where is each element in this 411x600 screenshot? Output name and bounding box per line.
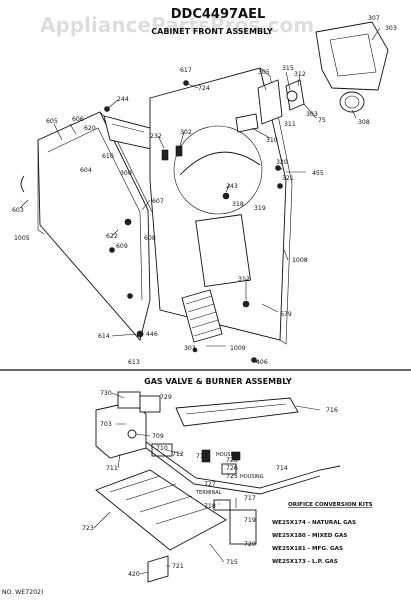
- burner-bracket: [95, 469, 227, 551]
- label-713: 713: [196, 453, 208, 460]
- label-728: 728: [226, 457, 238, 464]
- label-308: 308: [358, 119, 370, 126]
- label-303-c: 303: [184, 345, 196, 352]
- label-446: 446: [146, 331, 158, 338]
- orifice-kit-row: WE25X180 - MIXED GAS: [272, 533, 347, 539]
- label-75: 75: [318, 117, 326, 124]
- label-232: 232: [150, 133, 162, 140]
- label-606: 606: [72, 116, 84, 123]
- label-711: 711: [106, 465, 118, 472]
- orifice-kit-row: WE25X173 - L.P. GAS: [272, 559, 338, 565]
- label-406: 406: [256, 359, 268, 366]
- label-607: 607: [152, 198, 164, 205]
- watermark: AppliancePartsPros.com: [40, 13, 314, 37]
- label-305: 305: [258, 69, 270, 76]
- label-710: 710: [156, 445, 168, 452]
- label-717: 717: [244, 495, 256, 502]
- doc-number: NO. WE7202): [2, 589, 43, 596]
- cabinet-front-center: [149, 67, 293, 345]
- label-312-b: 312: [238, 276, 250, 283]
- label-303: 303: [385, 25, 397, 32]
- label-723: 723: [82, 525, 94, 532]
- label-310: 310: [266, 137, 278, 144]
- label-303-b: 303: [306, 111, 318, 118]
- label-724: 724: [198, 85, 210, 92]
- label-730: 730: [100, 390, 112, 397]
- leader-lines-cabinet: [19, 27, 381, 363]
- igniter-parts: [147, 449, 257, 583]
- label-715: 715: [226, 559, 238, 566]
- label-620: 620: [84, 125, 96, 132]
- label-609: 609: [116, 243, 128, 250]
- leader-lines-gas: [93, 392, 321, 575]
- section-title-cabinet: CABINET FRONT ASSEMBLY: [151, 27, 273, 36]
- orifice-kits-title: ORIFICE CONVERSION KITS: [288, 502, 373, 508]
- label-727: 727: [204, 481, 216, 488]
- label-703: 703: [100, 421, 112, 428]
- label-726: 726: [226, 465, 238, 472]
- orifice-kit-row: WE25X181 - MFG. GAS: [272, 546, 343, 552]
- label-679: 679: [280, 311, 292, 318]
- label-307: 307: [368, 15, 380, 22]
- label-321: 321: [282, 175, 294, 182]
- label-617: 617: [180, 67, 192, 74]
- manifold-pipe: [145, 441, 341, 495]
- label-terminal: TERMINAL: [195, 490, 222, 496]
- burner-tube: [175, 397, 299, 427]
- label-720: 720: [244, 541, 256, 548]
- label-603: 603: [12, 207, 24, 214]
- label-300: 300: [120, 170, 132, 177]
- model-number: DDC4497AEL: [171, 7, 266, 22]
- label-613: 613: [128, 359, 140, 366]
- label-244: 244: [117, 96, 129, 103]
- label-housing-b: HOUSING: [240, 474, 264, 480]
- label-721: 721: [172, 563, 184, 570]
- label-1008: 1008: [292, 257, 308, 264]
- label-318: 318: [232, 201, 244, 208]
- label-604: 604: [80, 167, 92, 174]
- control-bracket: [235, 79, 305, 133]
- label-718: 718: [204, 503, 216, 510]
- filter-housing: [315, 21, 389, 91]
- label-housing-a: HOUSING: [216, 452, 240, 458]
- label-608: 608: [144, 235, 156, 242]
- orifice-kits-table: ORIFICE CONVERSION KITS WE25X174 - NATUR…: [272, 502, 373, 565]
- label-1005: 1005: [14, 235, 30, 242]
- section-title-gas: GAS VALVE & BURNER ASSEMBLY: [144, 377, 292, 386]
- label-320: 320: [276, 159, 288, 166]
- front-panel-left: [20, 111, 153, 341]
- orifice-kit-row: WE25X174 - NATURAL GAS: [272, 520, 356, 526]
- label-714: 714: [276, 465, 288, 472]
- label-716: 716: [326, 407, 338, 414]
- label-1009: 1009: [230, 345, 246, 352]
- label-729: 729: [160, 394, 172, 401]
- label-302: 302: [180, 129, 192, 136]
- label-605: 605: [46, 118, 58, 125]
- label-610: 610: [102, 153, 114, 160]
- label-319: 319: [254, 205, 266, 212]
- vent-grille: [181, 289, 223, 343]
- label-712: 712: [172, 451, 184, 458]
- label-614: 614: [98, 333, 110, 340]
- gas-valve: [95, 391, 173, 459]
- label-709: 709: [152, 433, 164, 440]
- label-719: 719: [244, 517, 256, 524]
- label-420: 420: [128, 571, 140, 578]
- label-243: 243: [226, 183, 238, 190]
- small-hardware: [104, 80, 283, 363]
- duct-ring: [339, 91, 365, 113]
- label-622: 622: [106, 233, 118, 240]
- label-725: 725: [226, 473, 238, 480]
- label-311: 311: [284, 121, 296, 128]
- label-315: 315: [282, 65, 294, 72]
- label-455: 455: [312, 170, 324, 177]
